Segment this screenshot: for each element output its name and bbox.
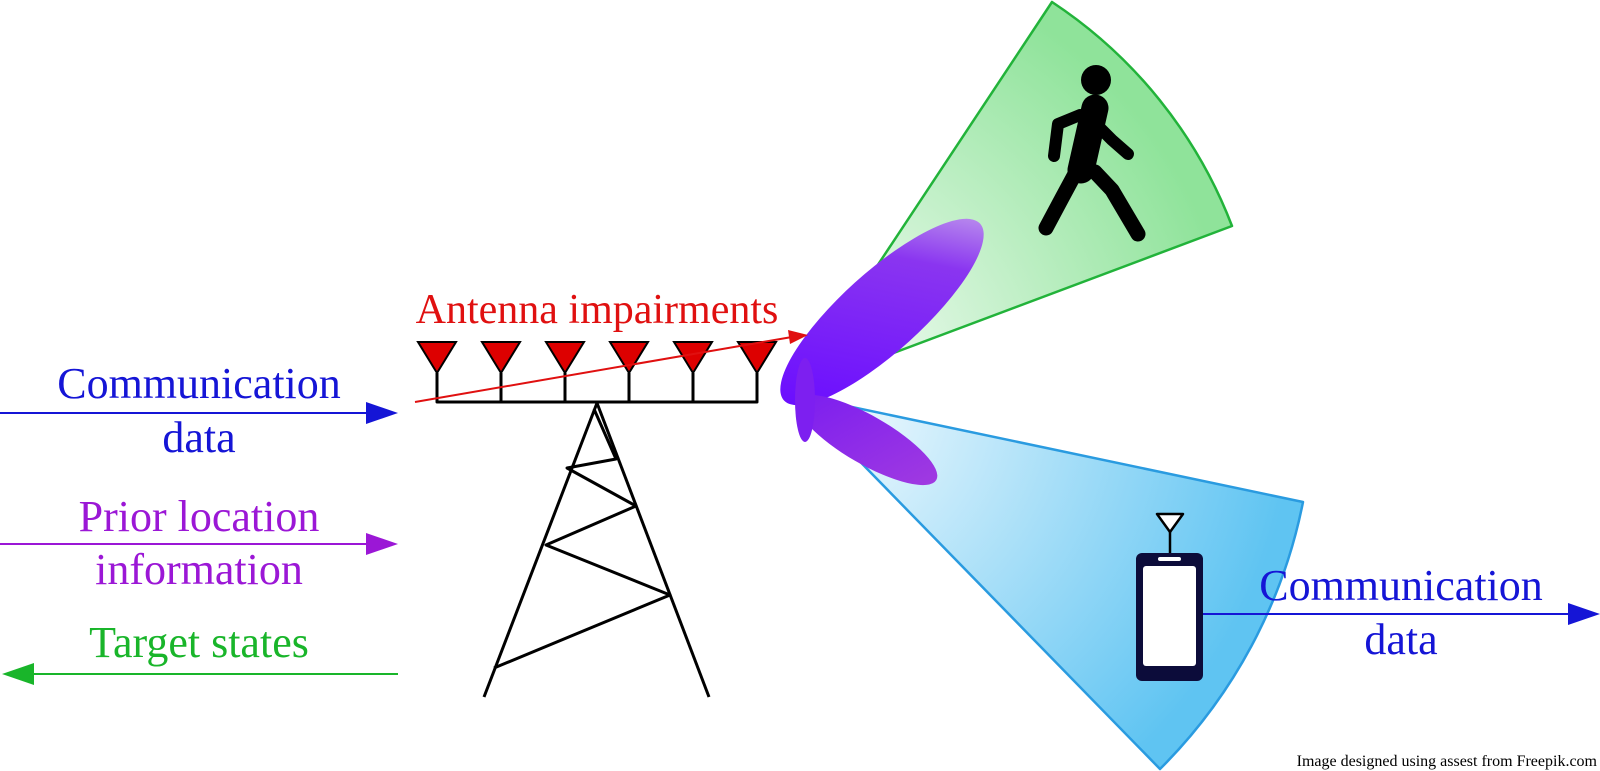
comm-data-in-label-line2: data	[162, 413, 235, 462]
target-states-label: Target states	[89, 618, 309, 667]
comm-data-out-label-line1: Communication	[1259, 561, 1543, 610]
comm-data-in-arrowhead	[366, 402, 398, 424]
prior-location-arrowhead	[366, 533, 398, 555]
antenna-impairments-label: Antenna impairments	[416, 287, 779, 333]
impairments-arrowhead	[788, 330, 808, 344]
comm-data-in-label-line1: Communication	[57, 359, 341, 408]
target-states-arrowhead	[2, 663, 34, 685]
image-credit: Image designed using assest from Freepik…	[1297, 753, 1598, 770]
pedestrian-icon	[1038, 65, 1146, 242]
smartphone-icon	[1136, 512, 1203, 681]
comm-data-out-label-line2: data	[1364, 615, 1437, 664]
impairments-arrow	[414, 336, 793, 403]
lattice-tower-icon	[435, 373, 759, 698]
antenna-elements	[416, 341, 778, 375]
prior-location-label-line2: information	[95, 545, 303, 594]
beam-pattern	[780, 218, 984, 486]
prior-location-label-line1: Prior location	[79, 492, 320, 541]
comm-data-out-arrowhead	[1568, 603, 1600, 625]
